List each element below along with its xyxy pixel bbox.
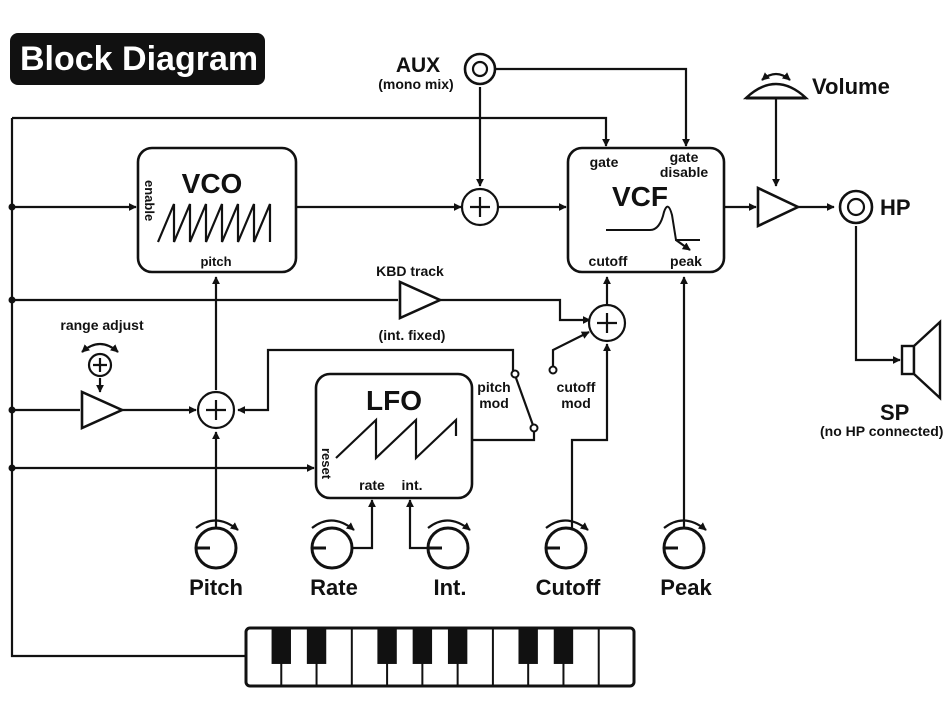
sp-sub-label: (no HP connected) xyxy=(820,423,943,439)
switch-cutoff-label-2: mod xyxy=(561,395,591,411)
range-adjust: range adjust xyxy=(60,317,144,431)
page-title: Block Diagram xyxy=(20,40,258,78)
knob-cutoff-label: Cutoff xyxy=(536,575,601,600)
lfo-reset-label: reset xyxy=(319,448,334,480)
lfo-rate-label: rate xyxy=(359,477,385,493)
vco-enable-label: enable xyxy=(142,180,157,221)
mod-switch: pitch mod cutoff mod xyxy=(477,379,595,411)
knob-peak: Peak xyxy=(660,519,712,600)
vcf-block: gate gate disable VCF cutoff peak xyxy=(566,146,726,274)
vcf-peak-label: peak xyxy=(670,253,702,269)
vcf-gate-label: gate xyxy=(590,154,619,170)
kbd-track-sub-label: (int. fixed) xyxy=(379,327,446,343)
black-key xyxy=(518,628,538,664)
vcf-label: VCF xyxy=(612,181,668,212)
sp-label: SP xyxy=(880,400,909,425)
hp-label: HP xyxy=(880,195,911,220)
sum-node-aux xyxy=(460,187,500,227)
switch-pitch-label-1: pitch xyxy=(477,379,510,395)
sum-node-pitch xyxy=(196,390,236,430)
sum-node-cutoff xyxy=(587,303,627,343)
keyboard xyxy=(244,626,636,688)
black-key xyxy=(271,628,291,664)
vcf-cutoff-label: cutoff xyxy=(589,253,628,269)
switch-pitch-label-2: mod xyxy=(479,395,509,411)
knob-pitch: Pitch xyxy=(189,519,243,600)
black-key xyxy=(412,628,433,664)
range-adjust-label: range adjust xyxy=(60,317,144,333)
knob-int-label: Int. xyxy=(434,575,467,600)
keyboard-frame xyxy=(244,626,636,688)
aux-jack: AUX (mono mix) xyxy=(378,52,497,92)
vco-pitch-label: pitch xyxy=(200,254,231,269)
knob-cutoff: Cutoff xyxy=(536,519,601,600)
lfo-block: LFO reset rate int. xyxy=(314,372,474,500)
signal-lines xyxy=(8,67,901,658)
knob-pitch-label: Pitch xyxy=(189,575,243,600)
knob-rate: Rate xyxy=(310,519,358,600)
knob-rate-label: Rate xyxy=(310,575,358,600)
vca-triangle xyxy=(756,185,802,229)
kbd-track-amp: KBD track (int. fixed) xyxy=(376,263,445,343)
black-key xyxy=(447,628,468,664)
knob-peak-label: Peak xyxy=(660,575,712,600)
vco-block: VCO enable pitch xyxy=(136,146,298,274)
black-key xyxy=(306,628,327,664)
hp-jack: HP xyxy=(838,189,911,225)
speaker-icon: SP (no HP connected) xyxy=(820,319,943,439)
black-key xyxy=(377,628,397,664)
black-key xyxy=(553,628,574,664)
aux-sub-label: (mono mix) xyxy=(378,76,453,92)
kbd-track-label: KBD track xyxy=(376,263,444,279)
lfo-label: LFO xyxy=(366,385,422,416)
switch-cutoff-label-1: cutoff xyxy=(557,379,596,395)
volume-label: Volume xyxy=(812,74,890,99)
knob-int: Int. xyxy=(426,519,471,600)
vco-label: VCO xyxy=(182,168,243,199)
volume-control: Volume xyxy=(742,72,890,100)
vcf-gate-disable-label-1: gate xyxy=(670,149,699,165)
vcf-gate-disable-label-2: disable xyxy=(660,164,708,180)
lfo-int-label: int. xyxy=(402,477,423,493)
title-badge: Block Diagram xyxy=(10,33,265,85)
aux-label: AUX xyxy=(396,54,440,77)
